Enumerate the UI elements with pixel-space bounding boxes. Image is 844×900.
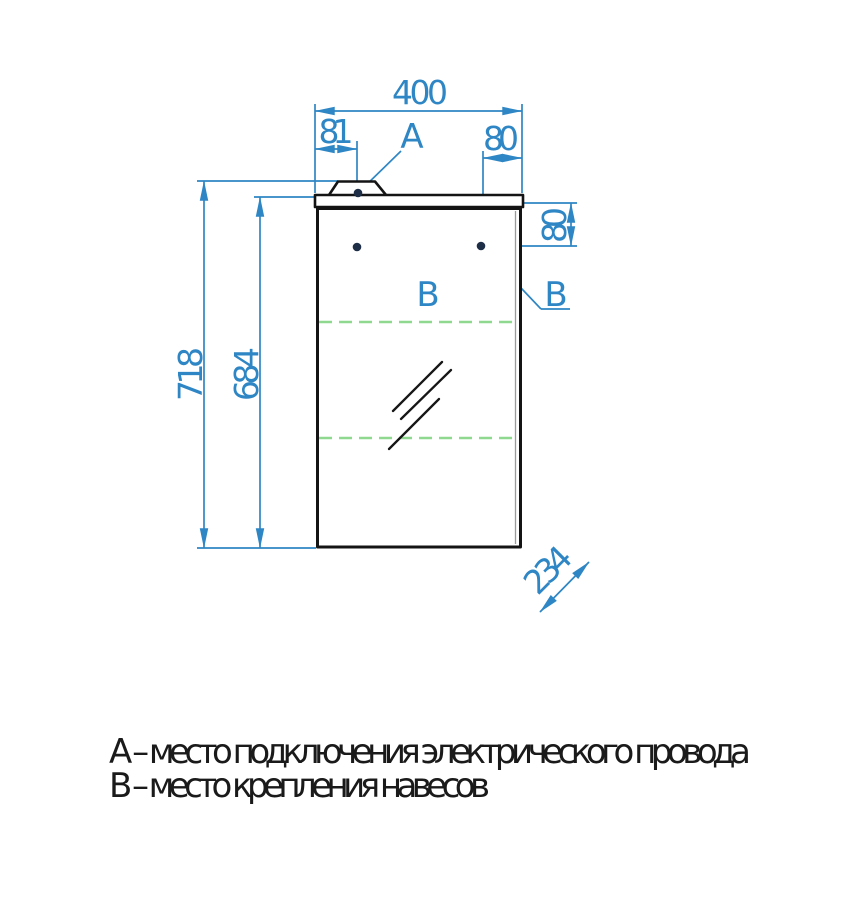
dim-80-top-label: 80 bbox=[483, 119, 519, 158]
cabinet-outline bbox=[313, 180, 525, 549]
dim-718-label: 718 bbox=[171, 347, 210, 401]
dim-80-side-label: 80 bbox=[535, 207, 574, 243]
dim-684-body-height bbox=[254, 196, 316, 549]
legend-line-a: А – место подключения электрического про… bbox=[109, 732, 751, 772]
dimension-line bbox=[539, 561, 590, 613]
dim-234-label: 234 bbox=[516, 538, 580, 602]
dim-234-depth bbox=[539, 561, 590, 613]
dim-81-label: 81 bbox=[319, 112, 354, 151]
top-strip bbox=[313, 193, 525, 209]
lamp-housing bbox=[327, 180, 388, 196]
legend: А – место подключения электрического про… bbox=[109, 732, 751, 806]
mount-points bbox=[352, 188, 486, 252]
legend-line-b: В – место крепления навесов bbox=[109, 766, 490, 806]
shelf-lines bbox=[319, 320, 519, 440]
point-b-label-right: В bbox=[544, 275, 567, 315]
point-a-dot bbox=[353, 188, 363, 198]
point-b-dot-right bbox=[476, 241, 486, 251]
dim-400-label: 400 bbox=[392, 73, 448, 112]
cabinet-body bbox=[316, 207, 522, 549]
point-a-label: А bbox=[400, 117, 423, 157]
mirror-glass-symbol bbox=[387, 360, 453, 451]
point-b-label-left: В bbox=[416, 275, 439, 315]
dim-684-label: 684 bbox=[227, 347, 266, 401]
point-b-dot-left bbox=[352, 242, 362, 252]
